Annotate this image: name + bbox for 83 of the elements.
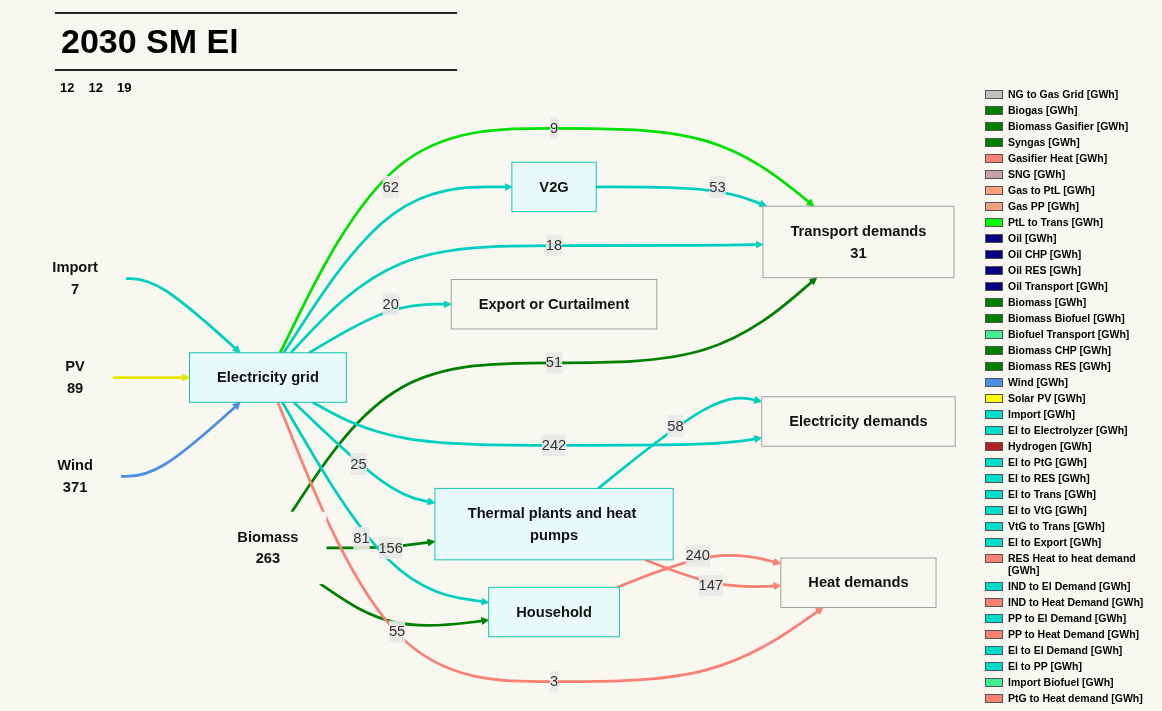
node-box: Electricity demands [761,396,956,447]
flow-value: 19 [116,80,132,95]
legend-label: El to Trans [GWh] [1008,488,1097,500]
arrow [281,401,490,606]
arrow [278,126,815,354]
legend-label: PtL to Trans [GWh] [1008,216,1103,228]
legend-label: El to El Demand [GWh] [1008,644,1123,656]
node-box: V2G [511,161,597,213]
flow-value: 12 [60,80,75,95]
legend-label: Oil RES [GWh] [1008,264,1081,276]
arrow [597,395,763,490]
legend-label: Wind [GWh] [1008,376,1068,388]
arrow [289,240,764,354]
legend-label: Import [GWh] [1008,408,1076,420]
arrow [292,401,436,506]
legend-label: IND to El Demand [GWh] [1008,580,1131,592]
edge-label: 25 [350,455,367,472]
edge-label: 156 [378,539,403,556]
arrow [282,182,513,354]
legend-label: Biomass Gasifier [GWh] [1008,120,1129,132]
node-box: Electricity grid [189,352,347,403]
edge-label: 81 [353,529,370,546]
legend-label: Biofuel Transport [GWh] [1008,328,1130,340]
legend-label: Syngas [GWh] [1008,136,1080,148]
legend-label: IND to Heat Demand [GWh] [1008,596,1144,608]
legend-label: Gas PP [GWh] [1008,200,1079,212]
node-box: Heat demands [780,557,937,608]
legend-label: Biomass Biofuel [GWh] [1008,312,1125,324]
flow-value: 12 [88,80,103,95]
arrow [276,401,824,684]
legend-label: Oil [GWh] [1008,232,1057,244]
legend-label: El to Export [GWh] [1008,536,1102,548]
legend-label: Hydrogen [GWh] [1008,440,1092,452]
edge-label: 9 [549,120,559,136]
edge-label: 51 [545,354,563,371]
legend-label: PP to El Demand [GWh] [1008,612,1127,624]
legend-label: El to RES [GWh] [1008,472,1090,484]
legend-label: VtG to Trans [GWh] [1008,520,1105,532]
edge-label: 55 [388,623,406,639]
legend-label: El to Electrolyzer [GWh] [1008,424,1128,436]
legend-label: PP to Heat Demand [GWh] [1008,628,1140,640]
arrow [120,401,241,478]
legend-label: Oil Transport [GWh] [1008,280,1108,292]
legend-label: NG to Gas Grid [GWh] [1008,88,1119,100]
legend-label: Gasifier Heat [GWh] [1008,152,1108,164]
edge-label: 240 [685,547,710,564]
legend-label: Biomass CHP [GWh] [1008,344,1112,356]
edge-label: 58 [667,417,684,434]
arrow [308,300,452,354]
legend-label: El to PtG [GWh] [1008,456,1087,468]
node-box: Transport demands 31 [762,205,955,279]
edge-label: 53 [709,178,726,195]
edge-label: 20 [382,295,399,312]
legend-label: Biomass [GWh] [1008,296,1087,308]
edge-label: 242 [541,437,567,453]
legend-label: El to PP [GWh] [1008,660,1082,672]
legend-label: Biogas [GWh] [1008,104,1078,116]
arrow [319,582,490,627]
legend-label: Import Biofuel [GWh] [1008,676,1114,688]
edge-label: 62 [382,178,399,195]
edge-label: 3 [549,673,559,690]
arrow [112,373,190,382]
arrow [312,401,763,447]
node-box: Export or Curtailment [450,279,658,330]
node-box: Household [488,586,620,638]
legend-label: Oil CHP [GWh] [1008,248,1082,260]
legend-label: RES Heat to heat demand [GWh] [1008,552,1137,576]
legend-label: Biomass RES [GWh] [1008,360,1111,372]
arrow [290,277,818,513]
edge-label: 18 [545,237,563,253]
legend-label: SNG [GWh] [1008,168,1066,180]
legend-label: Gas to PtL [GWh] [1008,184,1095,196]
arrow [125,277,241,354]
node-text: Import 7 [52,259,98,297]
node-text: Wind 371 [57,457,93,495]
legend-label: El to VtG [GWh] [1008,504,1087,516]
legend-label: Solar PV [GWh] [1008,392,1086,404]
diagram-title: 2030 SM El [55,12,457,71]
node-box: Thermal plants and heat pumps [434,487,674,561]
arrow [596,185,768,208]
legend-label: PtG to Heat demand [GWh] [1008,692,1143,704]
node-text: PV 89 [65,358,85,396]
edge-label: 147 [698,577,724,593]
